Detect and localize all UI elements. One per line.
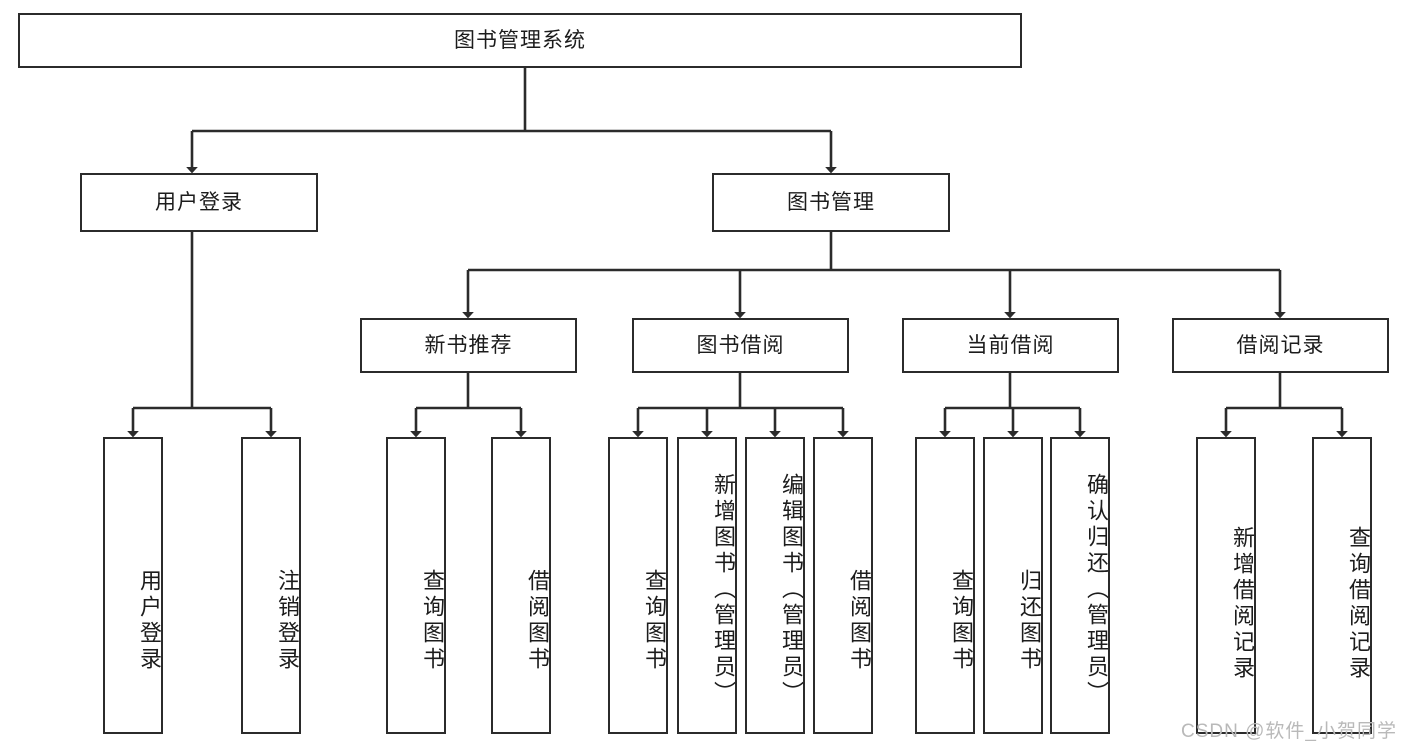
node-new-book-recommend[interactable]: 新书推荐	[360, 318, 577, 373]
leaf-query-borrow-record[interactable]: 查询借阅记录	[1312, 437, 1372, 734]
leaf-query-book-current[interactable]: 查询图书	[915, 437, 975, 734]
leaf-label: 查询图书	[949, 568, 974, 673]
leaf-label: 新增图书（管理员）	[711, 472, 736, 707]
node-current-borrow[interactable]: 当前借阅	[902, 318, 1119, 373]
leaf-user-logout[interactable]: 注销登录	[241, 437, 301, 734]
leaf-label: 用户登录	[137, 568, 162, 673]
leaf-label: 查询借阅记录	[1346, 525, 1371, 682]
leaf-label: 新增借阅记录	[1230, 525, 1255, 682]
leaf-label: 查询图书	[642, 568, 667, 673]
leaf-borrow-book-borrow[interactable]: 借阅图书	[813, 437, 873, 734]
leaf-label: 归还图书	[1017, 568, 1042, 673]
leaf-label: 查询图书	[420, 568, 445, 673]
leaf-label: 编辑图书（管理员）	[779, 472, 804, 707]
node-root-system[interactable]: 图书管理系统	[18, 13, 1022, 68]
leaf-add-borrow-record[interactable]: 新增借阅记录	[1196, 437, 1256, 734]
leaf-label: 借阅图书	[847, 568, 872, 673]
watermark-text: CSDN @软件_小贺同学	[1181, 721, 1397, 742]
leaf-label: 确认归还（管理员）	[1084, 472, 1109, 707]
leaf-query-book-recommend[interactable]: 查询图书	[386, 437, 446, 734]
leaf-user-login[interactable]: 用户登录	[103, 437, 163, 734]
node-book-borrow[interactable]: 图书借阅	[632, 318, 849, 373]
leaf-query-book-borrow[interactable]: 查询图书	[608, 437, 668, 734]
node-borrow-record[interactable]: 借阅记录	[1172, 318, 1389, 373]
leaf-edit-book[interactable]: 编辑图书（管理员）	[745, 437, 805, 734]
leaf-confirm-return[interactable]: 确认归还（管理员）	[1050, 437, 1110, 734]
leaf-borrow-book-recommend[interactable]: 借阅图书	[491, 437, 551, 734]
leaf-return-book[interactable]: 归还图书	[983, 437, 1043, 734]
node-user-login[interactable]: 用户登录	[80, 173, 318, 232]
node-book-management[interactable]: 图书管理	[712, 173, 950, 232]
leaf-add-book[interactable]: 新增图书（管理员）	[677, 437, 737, 734]
leaf-label: 借阅图书	[525, 568, 550, 673]
leaf-label: 注销登录	[275, 568, 300, 673]
